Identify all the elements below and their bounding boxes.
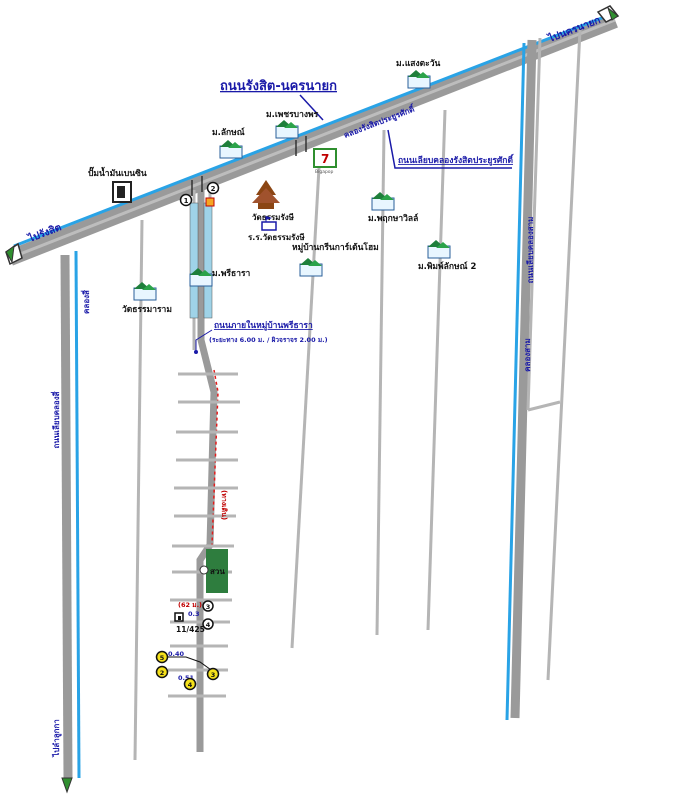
svg-text:2: 2 (160, 669, 165, 677)
arrow-to-lam-luk-ka (61, 777, 73, 794)
park-roundabout-icon (199, 565, 209, 575)
label-house-no: 11/425 (176, 625, 205, 634)
label-park: สวน (210, 567, 225, 576)
label-canal-road-east: ถนนเลียบคลองสาม (525, 217, 535, 284)
arrow-to-nakhon-nayok (596, 5, 620, 23)
village-house-icon (219, 140, 243, 159)
label-village-road-note: (ระยะทาง 6.00 ม. / ผิวจราจร 2.00 ม.) (209, 336, 328, 344)
village-blocks (189, 202, 213, 319)
canal-road-bracket (387, 129, 512, 169)
school-icon (261, 216, 277, 231)
gas-station-icon (112, 181, 132, 203)
svg-text:4: 4 (206, 621, 211, 629)
svg-text:4: 4 (188, 681, 193, 689)
label-village-f: หมู่บ้านกรีนการ์เด้นโฮม (292, 242, 379, 253)
label-dashed-route: (ทางเดิน) (220, 490, 228, 520)
svg-text:3: 3 (206, 603, 211, 611)
label-canal-road-highway: ถนนเลียบคลองรังสิตประยูรศักดิ์ (398, 153, 514, 166)
village-road-leader (195, 329, 213, 352)
seven-eleven-icon: 7 (313, 148, 337, 168)
yellow-route (162, 656, 215, 673)
village-road (196, 190, 219, 752)
highway-bridges (191, 136, 307, 196)
label-distance-1: (62 ม.) (178, 601, 202, 609)
map-title: ถนนรังสิต-นครนายก (220, 79, 337, 94)
label-seven-sub: Bigapop (315, 169, 334, 175)
label-village-road: ถนนภายในหมู่บ้านพรีธารา (214, 320, 313, 331)
village-road-pin-icon (194, 350, 198, 354)
house-location-icon (174, 612, 184, 622)
village-house-icon (133, 282, 157, 301)
temple-icon (252, 180, 280, 209)
label-distance-4: 0.51 (178, 674, 195, 682)
park (206, 549, 228, 593)
marker-junction-2: 2 (206, 181, 220, 195)
svg-text:5: 5 (160, 654, 165, 662)
label-canal-road-west: ถนนเลียบคลองสี่ (50, 391, 61, 448)
label-gas-station: ปั๊มน้ำมันเบนซิน (88, 166, 147, 179)
svg-text:3: 3 (211, 671, 216, 679)
highway-rangsit-nakhon-nayok (7, 12, 618, 266)
label-village-b: ม.เพชรบางพร (266, 110, 319, 120)
label-village-g: ม.พรีธารา (212, 268, 251, 279)
label-temple: วัดธรรมรังษี (252, 212, 295, 222)
marker-point-3: 3 (202, 600, 214, 612)
marker-yellow-3: 3 (206, 667, 220, 681)
village-house-icon (189, 268, 213, 287)
label-village-d: ม.พฤกษาวิลล์ (368, 213, 418, 224)
village-house-icon (427, 240, 451, 259)
village-sois (168, 372, 240, 698)
entrance-marker (205, 197, 215, 207)
village-house-icon (371, 192, 395, 211)
village-house-icon (275, 120, 299, 139)
arrow-to-rangsit (5, 242, 23, 266)
label-canal-west: คลองสี่ (80, 290, 91, 314)
label-village-e: ม.พิมพ์ลักษณ์ 2 (418, 261, 476, 272)
label-distance-3: 0.40 (168, 650, 185, 658)
side-roads (60, 29, 582, 779)
marker-junction-1: 1 (179, 193, 193, 207)
marker-yellow-4: 4 (183, 677, 197, 691)
marker-yellow-2: 2 (155, 665, 169, 679)
village-house-icon (299, 258, 323, 277)
village-house-icon (407, 70, 431, 89)
label-temple-west: วัดธรรมาราม (122, 304, 172, 315)
marker-point-4: 4 (202, 618, 214, 630)
svg-text:2: 2 (211, 185, 216, 193)
label-village-a: ม.ลักษณ์ (212, 127, 245, 138)
label-canal-east: คลองสาม (523, 338, 532, 372)
label-temple-school: ร.ร.วัดธรรมรังษี (248, 232, 305, 242)
label-distance-2: 0.3 (188, 610, 200, 618)
title-leader (299, 94, 324, 121)
svg-text:7: 7 (321, 152, 329, 166)
label-village-c: ม.แสงตะวัน (396, 58, 441, 69)
svg-text:1: 1 (184, 197, 189, 205)
label-to-lam-luk-ka: ไปลำลูกกา (51, 719, 62, 758)
marker-yellow-5: 5 (155, 650, 169, 664)
